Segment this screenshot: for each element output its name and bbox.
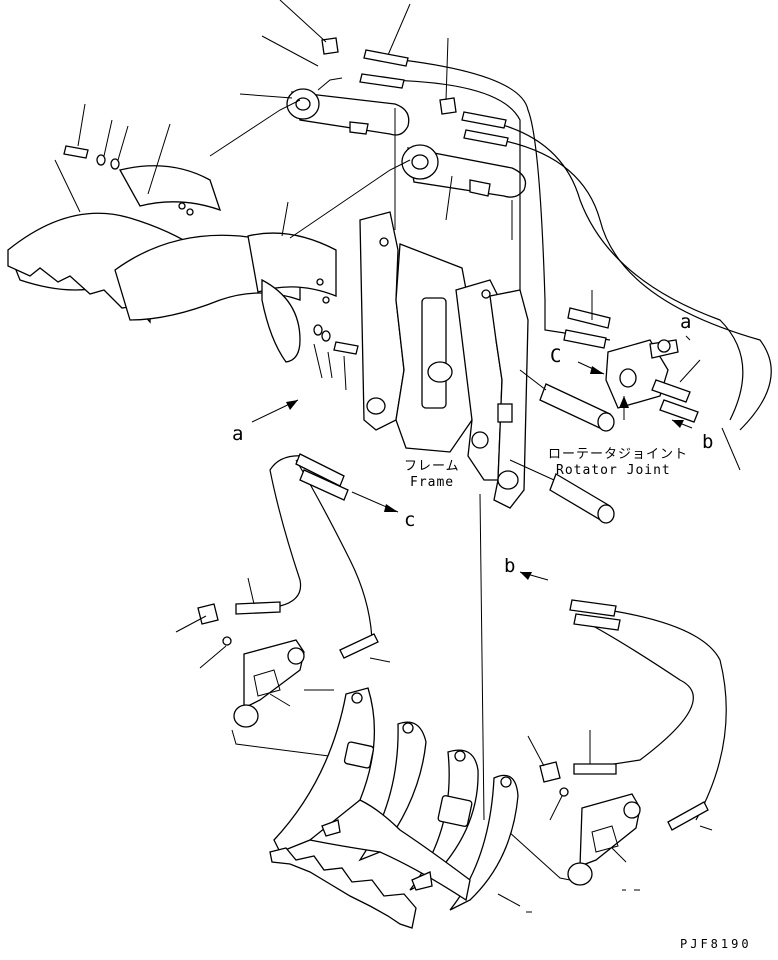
top-hoses [359,49,772,431]
left-bolts-washers [54,93,411,391]
frame-label-jp: フレーム [404,459,460,474]
callout-b-right: b [702,431,713,453]
left-shoe-assembly [7,165,337,363]
callout-a-right: a [680,311,691,333]
frame-label-en: Frame [410,475,454,490]
top-elbow-fittings [261,0,457,115]
lower-left-link-assembly [175,453,391,761]
frame-pins [509,369,615,524]
bottom-shoe-assembly [269,687,532,929]
rotator-label-en: Rotator Joint [556,463,671,478]
callout-b-lower: b [504,555,515,577]
rotator-joint [563,290,701,423]
callout-c-lower: c [404,509,415,531]
upper-cylinder-left [286,77,410,136]
callout-arrows [251,335,741,581]
rotator-label-jp: ローテータジョイント [548,447,688,462]
upper-cylinder-right [401,144,527,198]
center-frame [359,108,529,821]
drawing-code: PJF8190 [680,937,752,951]
lower-right-link-assembly [497,599,727,891]
callout-c-right: C [550,345,561,367]
callout-a-left: a [232,423,243,445]
